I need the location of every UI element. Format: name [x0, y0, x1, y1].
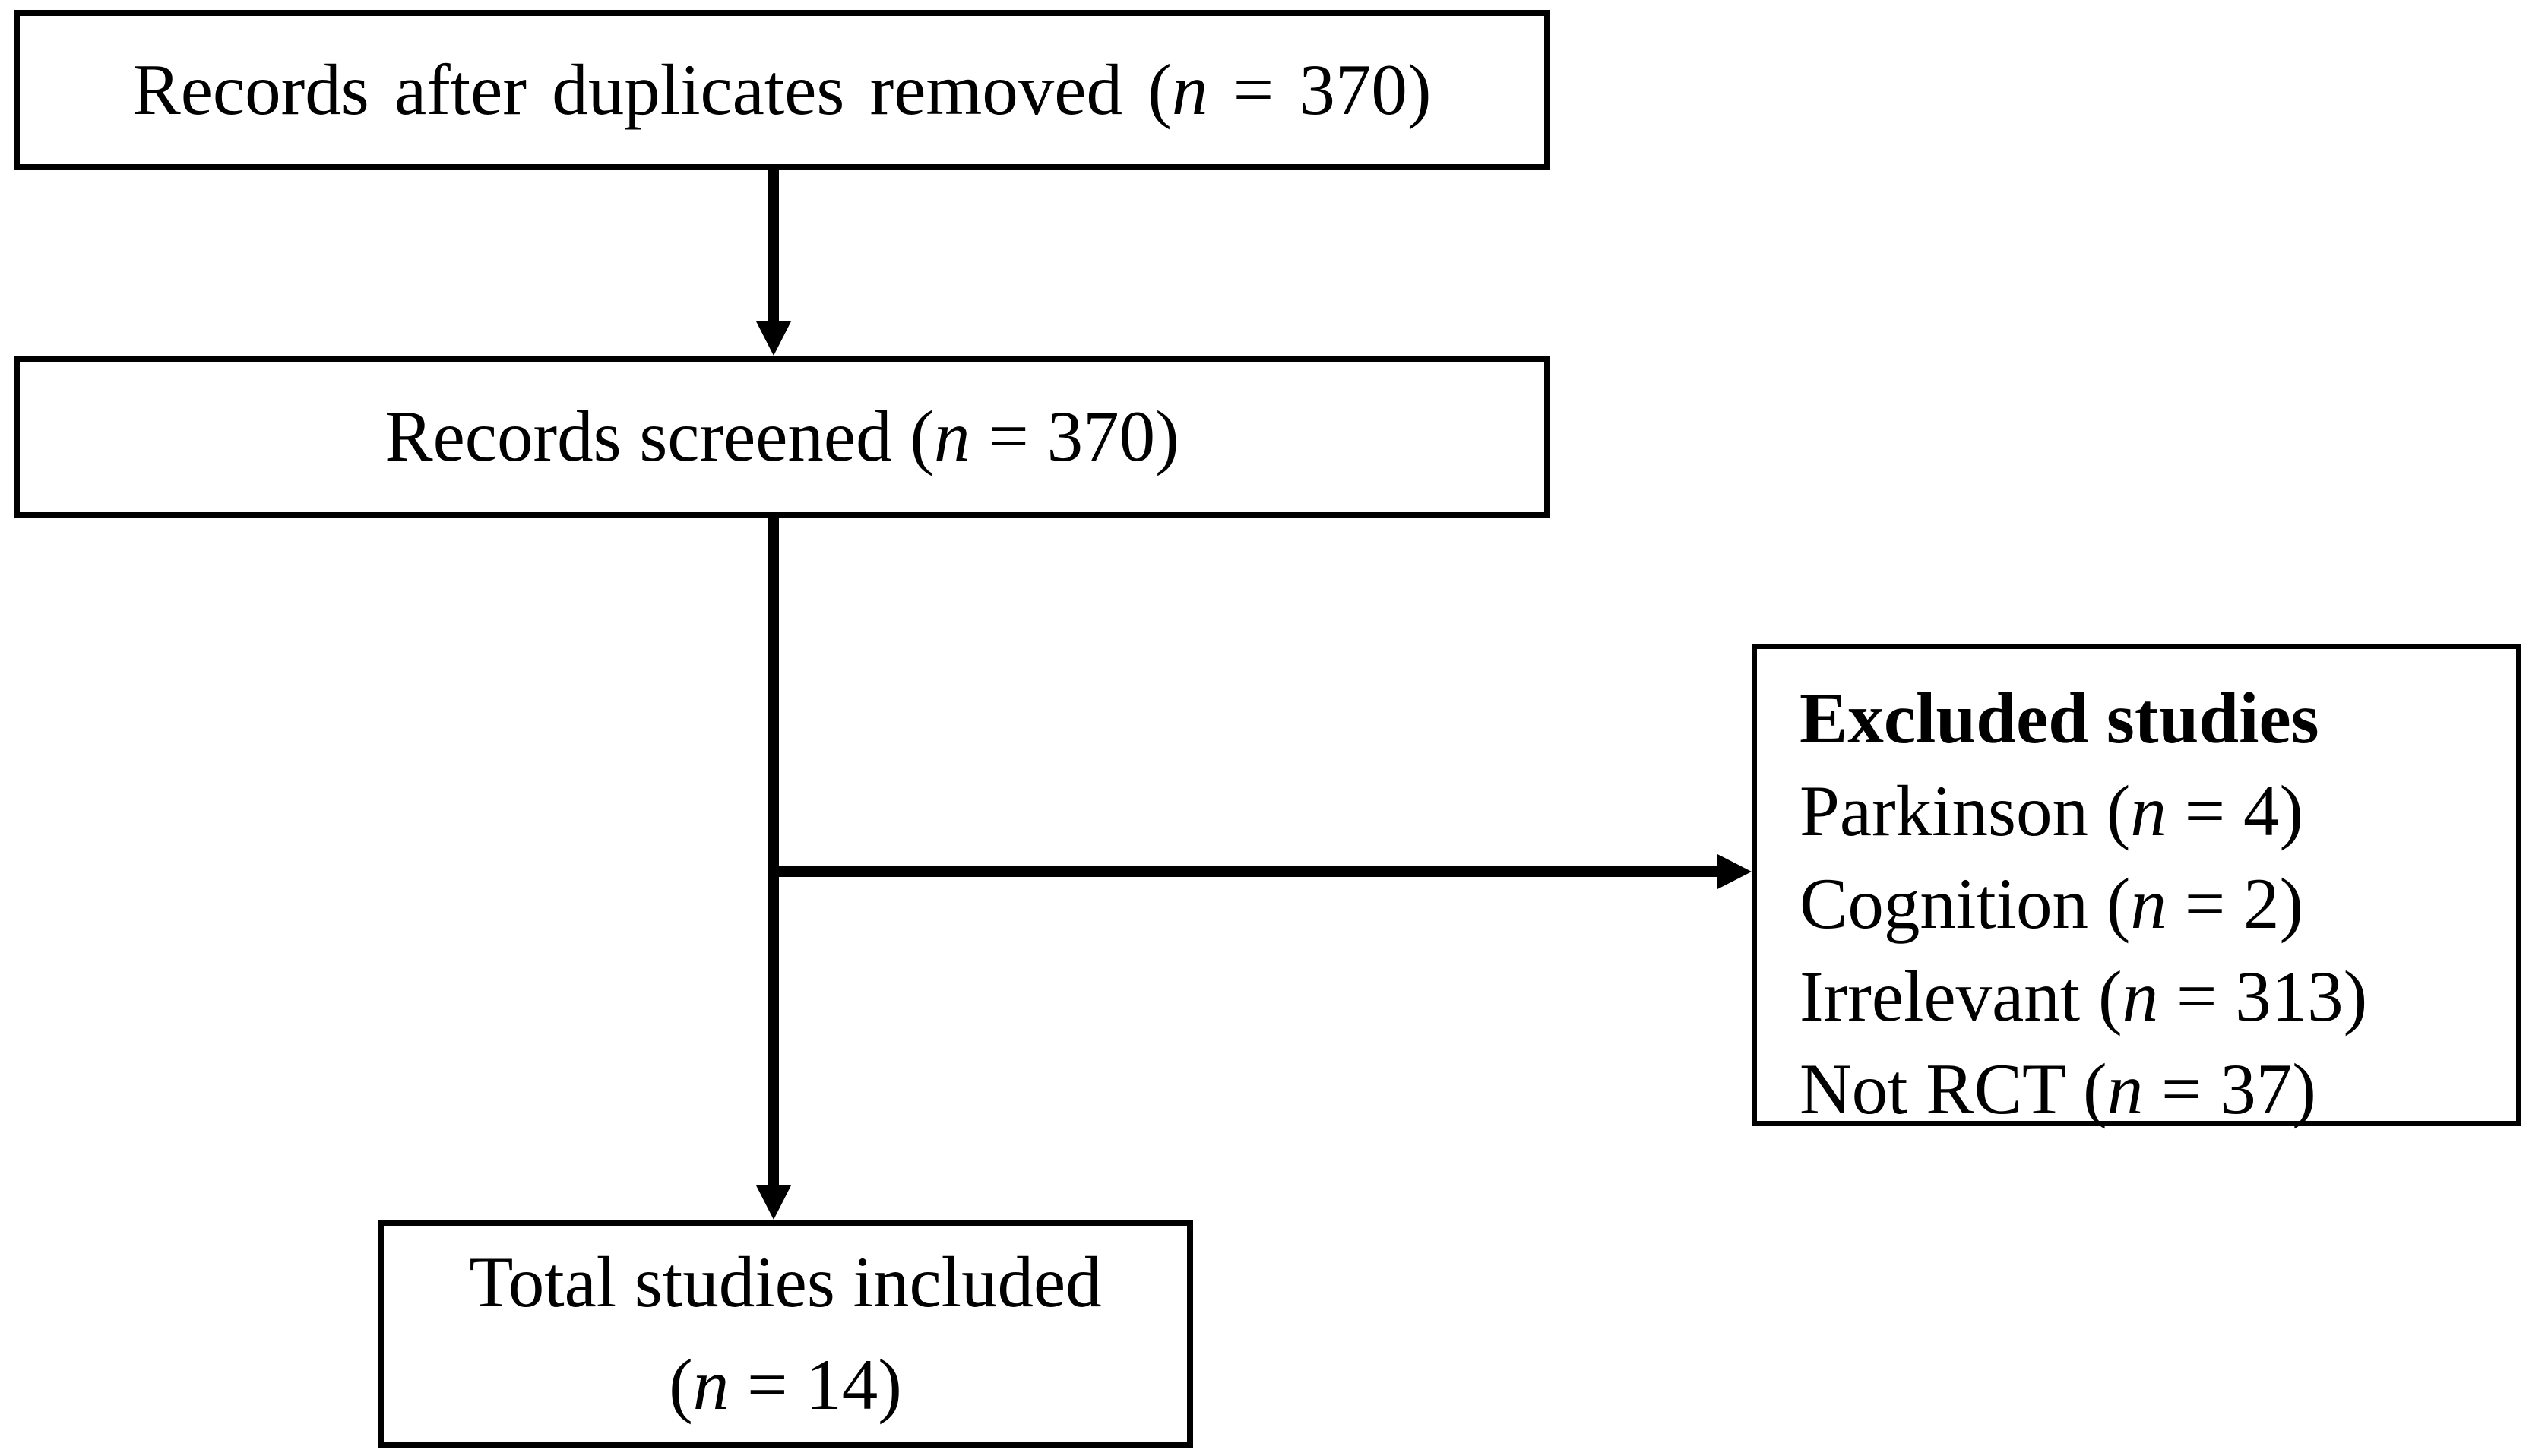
excluded-parkinson-count: = 4): [2166, 771, 2304, 851]
total-included-count: = 14): [729, 1344, 902, 1425]
excluded-parkinson-n: n: [2130, 771, 2167, 851]
records-after-duplicates-count: = 370): [1208, 49, 1432, 130]
excluded-cognition-n: n: [2130, 863, 2167, 944]
arrow-duplicates-to-screened-shaft: [768, 170, 779, 322]
total-included-line1: Total studies included: [469, 1242, 1102, 1323]
arrow-down-icon: [756, 1185, 791, 1220]
excluded-irrelevant-n: n: [2122, 956, 2159, 1037]
excluded-item-cognition: Cognition (n = 2): [1800, 857, 2501, 950]
total-included-n: n: [692, 1344, 730, 1425]
excluded-item-irrelevant: Irrelevant (n = 313): [1800, 950, 2501, 1043]
records-screened-prefix: Records screened (: [385, 396, 934, 477]
box-records-screened: Records screened (n = 370): [14, 356, 1550, 518]
excluded-not-rct-n: n: [2107, 1049, 2144, 1129]
box-total-included: Total studies included (n = 14): [378, 1220, 1193, 1448]
box-records-after-duplicates: Records after duplicates removed (n = 37…: [14, 10, 1550, 170]
total-included-prefix: (: [669, 1344, 693, 1425]
excluded-cognition-prefix: Cognition (: [1800, 863, 2131, 944]
excluded-cognition-count: = 2): [2166, 863, 2304, 944]
excluded-irrelevant-prefix: Irrelevant (: [1800, 956, 2122, 1037]
box-records-screened-text: Records screened (n = 370): [385, 389, 1179, 484]
excluded-parkinson-prefix: Parkinson (: [1800, 771, 2131, 851]
arrow-screened-to-excluded-shaft: [768, 866, 1718, 877]
arrow-down-icon: [756, 321, 791, 356]
excluded-not-rct-count: = 37): [2143, 1049, 2316, 1129]
excluded-studies-title: Excluded studies: [1800, 678, 2319, 758]
arrow-right-icon: [1717, 854, 1752, 889]
box-excluded-studies: Excluded studies Parkinson (n = 4) Cogni…: [1752, 644, 2521, 1129]
records-screened-n: n: [934, 396, 970, 477]
records-screened-count: = 370): [970, 396, 1179, 477]
excluded-item-not-rct: Not RCT (n = 37): [1800, 1043, 2501, 1135]
box-records-after-duplicates-text: Records after duplicates removed (n = 37…: [132, 43, 1431, 138]
total-included-line2: (n = 14): [669, 1334, 902, 1436]
records-after-duplicates-prefix: Records after duplicates removed (: [132, 49, 1172, 130]
records-after-duplicates-n: n: [1171, 49, 1208, 130]
arrow-screened-to-included-shaft: [768, 518, 779, 1187]
excluded-item-parkinson: Parkinson (n = 4): [1800, 764, 2501, 857]
excluded-not-rct-prefix: Not RCT (: [1800, 1049, 2107, 1129]
excluded-irrelevant-count: = 313): [2158, 956, 2368, 1037]
